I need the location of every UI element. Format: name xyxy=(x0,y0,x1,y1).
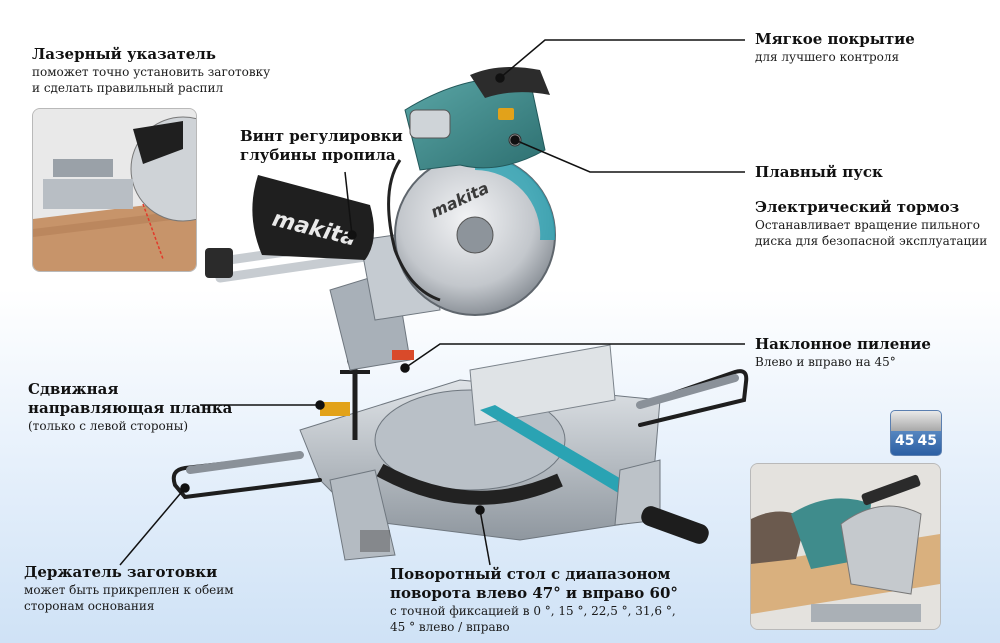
callout-fence-title1: Сдвижная xyxy=(28,380,119,398)
callout-holder-line2: сторонам основания xyxy=(24,599,155,613)
callout-soft-start: Плавный пуск xyxy=(755,163,883,182)
callout-depth-title1: Винт регулировки xyxy=(240,127,403,145)
callout-fence: Сдвижная направляющая планка (только с л… xyxy=(28,380,232,434)
callout-depth: Винт регулировки глубины пропила xyxy=(240,127,403,165)
callout-brake: Электрический тормоз Останавливает враще… xyxy=(755,198,987,249)
callout-table-line1: с точной фиксацией в 0 °, 15 °, 22,5 °, … xyxy=(390,604,676,618)
callout-soft-start-title: Плавный пуск xyxy=(755,163,883,181)
callout-depth-title2: глубины пропила xyxy=(240,146,396,164)
laser-inset-photo xyxy=(32,108,197,272)
callout-holder-line1: может быть прикреплен к обеим xyxy=(24,583,234,597)
leader-holder xyxy=(119,487,186,566)
callout-table-title1: Поворотный стол с диапазоном xyxy=(390,565,671,583)
callout-table-line2: 45 ° влево / вправо xyxy=(390,620,510,634)
angle-guide-teal xyxy=(480,405,640,500)
callout-bevel-title: Наклонное пиление xyxy=(755,335,931,353)
callout-grip-title: Мягкое покрытие xyxy=(755,30,915,48)
callout-fence-desc: (только с левой стороны) xyxy=(28,419,189,433)
dust-bag: makita xyxy=(252,175,374,260)
callout-bevel: Наклонное пиление Влево и вправо на 45° xyxy=(755,335,931,370)
callout-table: Поворотный стол с диапазоном поворота вл… xyxy=(390,565,678,635)
callout-brake-line1: Останавливает вращение пильного xyxy=(755,218,980,232)
callout-laser-line1: поможет точно установить заготовку xyxy=(32,65,271,79)
callout-laser-line2: и сделать правильный распил xyxy=(32,81,224,95)
badge-icon-top xyxy=(891,411,941,431)
fence-plate xyxy=(469,344,616,426)
callout-brake-line2: диска для безопасной эксплуатации xyxy=(755,234,988,248)
bevel-inset-photo xyxy=(750,463,941,630)
leader-bevel xyxy=(404,343,745,369)
callout-table-title2: поворота влево 47° и вправо 60° xyxy=(390,584,678,602)
laser-scene xyxy=(33,109,196,271)
saw-base xyxy=(299,379,661,561)
callout-brake-title: Электрический тормоз xyxy=(755,198,960,216)
leader-soft-start xyxy=(514,139,745,173)
callout-bevel-desc: Влево и вправо на 45° xyxy=(755,355,896,369)
leader-depth xyxy=(344,171,353,236)
callout-grip-desc: для лучшего контроля xyxy=(755,50,900,64)
table-lock-handle xyxy=(641,506,709,544)
callout-grip: Мягкое покрытие для лучшего контроля xyxy=(755,30,915,65)
callout-holder: Держатель заготовки может быть прикрепле… xyxy=(24,563,234,614)
callout-fence-title2: направляющая планка xyxy=(28,399,233,417)
bevel-45-badge: 45 45 xyxy=(890,410,942,456)
leader-table xyxy=(479,509,491,566)
bevel-scene xyxy=(751,464,940,629)
callout-laser-title: Лазерный указатель xyxy=(32,45,216,63)
badge-left-angle: 45 xyxy=(895,433,915,449)
leader-grip xyxy=(499,39,745,79)
extension-supports xyxy=(171,369,749,500)
badge-right-angle: 45 xyxy=(917,433,937,449)
miter-scale xyxy=(376,463,563,505)
callout-laser: Лазерный указатель поможет точно установ… xyxy=(32,45,270,96)
callout-holder-title: Держатель заготовки xyxy=(24,563,218,581)
soft-grip-handle xyxy=(470,66,550,98)
